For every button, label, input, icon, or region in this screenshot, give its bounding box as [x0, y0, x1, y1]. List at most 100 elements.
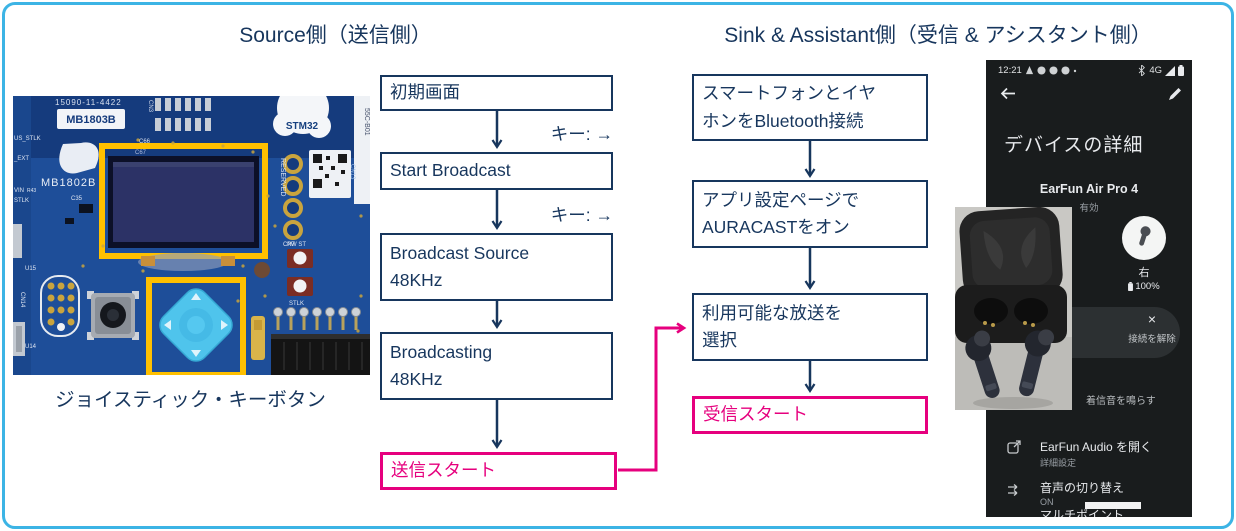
list-item-audio-switch[interactable]: 音声の切り替え ON [986, 474, 1192, 516]
board-code: 55C-B01 [363, 108, 370, 136]
oled-display [113, 162, 254, 242]
device-name: EarFun Air Pro 4 [1039, 182, 1139, 196]
flow-box-broadcast-source: Broadcast Source 48KHz [380, 233, 613, 301]
flow-box-text: AURACASTをオン [702, 217, 850, 237]
cn3-label: CN3 [147, 100, 153, 113]
case-body [955, 285, 1067, 343]
status-time: 12:21 [998, 65, 1022, 76]
device-state: 有効 [1079, 203, 1099, 214]
cn13-label: CN13 [349, 164, 355, 180]
svg-text:_EXT: _EXT [13, 156, 29, 162]
bud-side-label: 右 [1138, 267, 1150, 279]
board-svg: 15090-11-4422 MB1803B CN3 STM32 55C-B01 … [13, 96, 370, 375]
bud-battery: 100% [1116, 281, 1172, 292]
status-bar-right: 4G [1138, 65, 1184, 76]
status-bar-left: 12:21 [998, 65, 1077, 76]
flow-box-text: ホンをBluetooth接続 [702, 110, 864, 131]
stlk-label: STLK [289, 301, 304, 307]
board-serial: 15090-11-4422 [55, 98, 122, 107]
svg-text:R43: R43 [27, 188, 36, 194]
flow-box-select-broadcast: 利用可能な放送を 選択 [692, 293, 928, 361]
earbud-right [1019, 329, 1055, 397]
svg-text:CN14: CN14 [19, 292, 25, 308]
edit-icon[interactable] [1169, 87, 1182, 100]
board-model-label: MB1803B [66, 114, 116, 126]
chat-icon [1061, 66, 1070, 75]
flow-box-send-start: 送信スタート [380, 452, 617, 490]
key-hint-1: キー: → [550, 124, 613, 144]
list-item-title: 音声の切り替え [1040, 481, 1125, 495]
list-item-open-app[interactable]: EarFun Audio を開く 詳細設定 [986, 432, 1192, 474]
list-item-subtitle: ON [1040, 497, 1054, 507]
svg-text:C66: C66 [139, 139, 151, 145]
flow-box-text: Broadcast Source [390, 242, 530, 263]
reserved-pads [283, 154, 303, 240]
key-hint-2: キー: → [550, 205, 613, 225]
chat-icon [1037, 66, 1046, 75]
st-logo [59, 142, 99, 174]
pwst-label: PW ST [287, 242, 306, 248]
pin-header [273, 307, 361, 330]
flow-box-text: Start Broadcast [390, 160, 511, 181]
earbud-icon[interactable] [1122, 216, 1166, 260]
battery-icon [1178, 65, 1184, 76]
qr-label [309, 150, 351, 198]
svg-text:U15: U15 [25, 266, 37, 272]
board-photo: 15090-11-4422 MB1803B CN3 STM32 55C-B01 … [13, 96, 370, 375]
chat-icon [1049, 66, 1058, 75]
swap-icon [1008, 484, 1018, 496]
board-left-labels: US_STLK _EXT VIN R43 STLK C35 U15 CN14 U… [13, 136, 151, 350]
case-lid [959, 207, 1063, 300]
flow-box-text: 48KHz [390, 270, 443, 290]
network-label: 4G [1149, 65, 1162, 76]
flow-box-text: 利用可能な放送を [702, 302, 842, 323]
stm32-badge: STM32 [273, 96, 331, 138]
flow-box-text: 選択 [702, 330, 737, 350]
cn7-label: CN7 [283, 242, 296, 248]
flow-box-receive-start: 受信スタート [692, 396, 928, 434]
flow-box-start-broadcast: Start Broadcast [380, 152, 613, 190]
gold-pad-grid [47, 282, 75, 326]
ring-label[interactable]: 着信音を鳴らす [1086, 396, 1156, 407]
list-item-title: EarFun Audio を開く [1040, 440, 1153, 454]
flow-box-broadcasting: Broadcasting 48KHz [380, 332, 613, 400]
svg-text:C67: C67 [135, 150, 147, 156]
flow-box-text: 送信スタート [391, 460, 496, 481]
svg-text:STLK: STLK [14, 198, 29, 204]
board-caption: ジョイスティック・キーボタン [55, 389, 326, 411]
joystick-highlight-box [146, 277, 246, 375]
flow-box-initial-screen: 初期画面 [380, 75, 613, 111]
signal-icon [1165, 65, 1175, 76]
earbud-left [965, 330, 1000, 398]
svg-text:C35: C35 [71, 196, 83, 202]
earbuds-photo [955, 207, 1072, 410]
black-connector [271, 334, 370, 375]
list-item-subtitle: 詳細設定 [1040, 458, 1077, 468]
back-icon[interactable] [1000, 87, 1016, 100]
svg-text:VIN: VIN [14, 188, 24, 194]
flow-box-bt-connect: スマートフォンとイヤ ホンをBluetooth接続 [692, 74, 928, 141]
flow-box-text: 受信スタート [703, 404, 808, 425]
flow-box-text: 初期画面 [390, 82, 460, 103]
svg-text:US_STLK: US_STLK [14, 136, 41, 142]
phone-page-title: デバイスの詳細 [1004, 135, 1144, 156]
joystick-direction-arrows [164, 293, 228, 357]
close-icon: × [1147, 311, 1157, 327]
redaction-bar [1085, 502, 1141, 509]
status-leds [287, 249, 313, 296]
open-in-new-icon [1007, 440, 1021, 454]
flow-box-text: Broadcasting [390, 341, 493, 362]
list-item-multipoint[interactable]: マルチポイント [1040, 508, 1125, 517]
sink-title: Sink & Assistant側（受信 & アシスタント側） [724, 24, 1152, 47]
battery-small-icon [1128, 282, 1134, 291]
bluetooth-icon [1139, 65, 1146, 76]
dot-icon [1073, 69, 1076, 72]
svg-text:U14: U14 [25, 344, 37, 350]
cn3-pads [155, 98, 211, 131]
source-title: Source側（送信側） [239, 24, 432, 47]
flow-box-text: スマートフォンとイヤ [702, 83, 876, 104]
board-model2: MB1802B [41, 177, 96, 189]
tactile-button [87, 291, 139, 340]
